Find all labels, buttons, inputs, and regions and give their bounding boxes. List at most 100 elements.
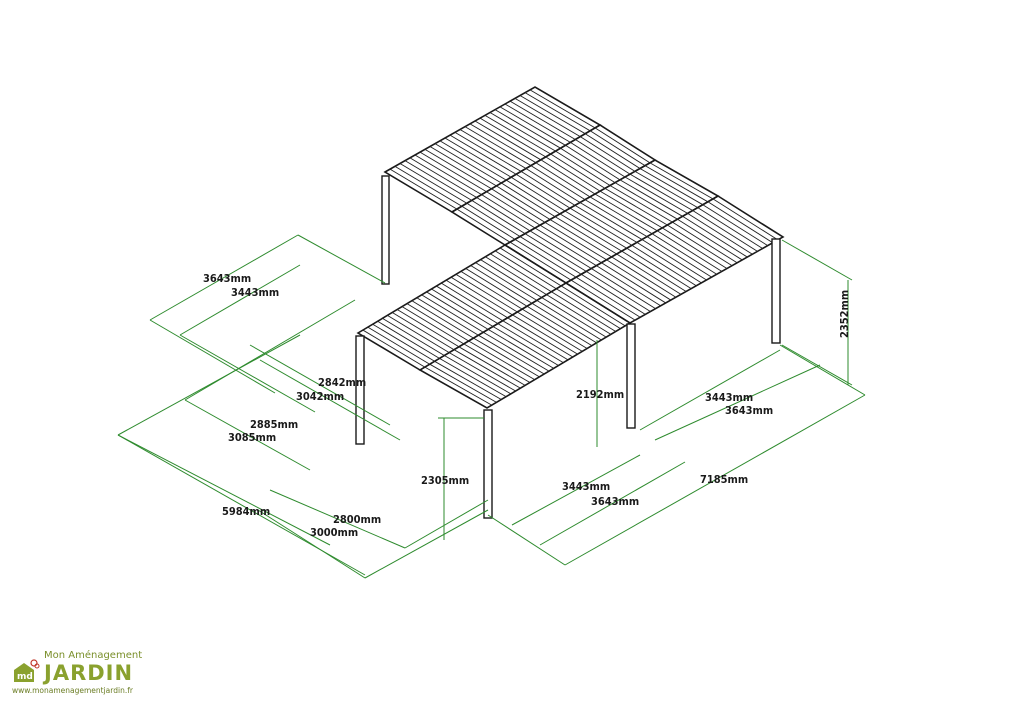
dim-5984: 5984mm <box>222 505 270 518</box>
front-right-panel-slat <box>434 360 502 400</box>
front-left-panel-slat <box>392 312 455 351</box>
front-right-panel-slat <box>502 320 569 361</box>
posts <box>355 175 781 519</box>
back2-panel-slat <box>510 176 566 212</box>
front-right-panel-slat <box>473 337 540 378</box>
front-left-panel-slat <box>445 279 508 319</box>
front-left-panel-slat <box>490 253 552 293</box>
front-left-panel-slat <box>475 262 538 301</box>
right-panel-slat <box>586 271 651 312</box>
svg-text:md: md <box>17 672 33 682</box>
mid-panel-slat <box>599 190 663 229</box>
front-left-panel-slat <box>470 265 533 304</box>
back-panel-slat <box>399 163 468 204</box>
back-panel-slat <box>449 134 517 175</box>
front-right-panel-slat <box>458 346 526 386</box>
back2-panel-slat <box>515 173 571 209</box>
front-right-panel-slat <box>487 329 554 369</box>
mid-panel-slat <box>644 165 709 203</box>
mid-panel-slat <box>534 227 597 266</box>
back-panel-slat <box>509 100 576 140</box>
back2-panel-slat <box>550 153 606 189</box>
back2-panel-slat <box>560 147 616 184</box>
back2-panel-slat <box>584 133 641 169</box>
dim-7185: 7185mm <box>700 473 748 486</box>
mid-panel-slat <box>519 236 582 275</box>
front-right-panel-slat <box>531 302 597 344</box>
right-panel-slat <box>672 221 738 264</box>
right-panel-slat <box>641 239 707 281</box>
front-right-panel-slat <box>478 334 545 375</box>
right-panel-slat <box>621 250 687 292</box>
front-left-panel-slat <box>450 276 513 316</box>
mid-panel-slat <box>509 241 572 281</box>
logo-url: www.monamenagementjardin.fr <box>12 686 133 695</box>
roof-panel-back <box>383 86 602 213</box>
back2-panel-slat <box>486 191 541 226</box>
front-right-panel-slat <box>517 311 583 352</box>
back-panel-slat <box>479 117 546 158</box>
front-left-panel-slat <box>411 300 474 339</box>
front-right-panel-slat <box>526 305 593 347</box>
mid-panel-slat <box>544 221 607 261</box>
front-right-panel-slat <box>556 288 621 330</box>
mid-panel-slat <box>589 196 653 235</box>
back2-panel-slat <box>525 168 581 203</box>
logo-brand: JARDIN <box>44 661 134 685</box>
mid-panel-slat <box>564 210 628 249</box>
dim-2800: 2800mm <box>333 513 381 526</box>
front-left-panel-slat <box>426 291 489 330</box>
back2-panel-slat <box>570 142 626 178</box>
front-right-panel-slat <box>521 308 588 349</box>
front-left-panel-slat <box>494 250 557 290</box>
right-panel-slat <box>687 213 753 255</box>
back-panel-slat <box>484 114 551 155</box>
front-left-panel-slat <box>387 315 450 353</box>
front-left-panel-slat <box>431 288 494 327</box>
back2-panel-slat <box>575 139 631 175</box>
right-panel-slat <box>651 233 717 275</box>
right-panel-slat <box>707 201 774 244</box>
right-panel-slat <box>616 253 682 295</box>
back-panel-slat <box>414 154 482 195</box>
back-panel-slat <box>504 103 571 143</box>
back-panel-slat <box>529 89 596 129</box>
back-panel-slat <box>464 126 532 166</box>
dim-3042: 3042mm <box>296 390 344 403</box>
back2-panel-slat <box>545 156 601 192</box>
right-panel-slat <box>596 265 661 307</box>
mid-panel-slat <box>584 199 648 237</box>
post-front-left <box>355 335 365 445</box>
front-left-panel-slat <box>421 294 484 333</box>
back2-panel-slat <box>580 136 636 172</box>
front-left-panel-slat <box>465 268 528 307</box>
mid-panel-slat <box>649 162 714 200</box>
right-panel-slat <box>646 236 712 278</box>
mid-panel-slat <box>604 187 668 226</box>
right-panel-slat <box>702 204 768 246</box>
dim-2842: 2842mm <box>318 376 366 389</box>
roof-slats <box>362 89 779 406</box>
leaf-house-icon: md <box>14 659 40 682</box>
mid-panel-slat <box>559 213 622 252</box>
front-right-panel-slat <box>483 331 550 372</box>
brand-logo: md Mon Aménagement JARDIN www.monamenage… <box>10 650 142 695</box>
front-right-panel-slat <box>453 349 521 389</box>
back2-panel-slat <box>501 182 556 218</box>
mid-panel-slat <box>639 168 704 206</box>
front-right-panel-slat <box>424 366 492 406</box>
back-panel-slat <box>424 148 492 190</box>
back-panel-slat <box>459 129 527 169</box>
right-panel-slat <box>570 279 636 321</box>
front-left-panel-slat <box>460 271 523 310</box>
back2-panel-slat <box>565 144 621 181</box>
mid-panel-slat <box>514 238 577 278</box>
back2-panel-slat <box>471 200 526 235</box>
front-left-panel-slat <box>406 303 469 342</box>
back2-panel-slat <box>530 165 586 201</box>
front-right-panel-slat <box>551 291 616 332</box>
back-panel-slat <box>434 143 502 184</box>
front-left-panel-slat <box>416 297 479 336</box>
right-panel-slat <box>580 273 646 315</box>
